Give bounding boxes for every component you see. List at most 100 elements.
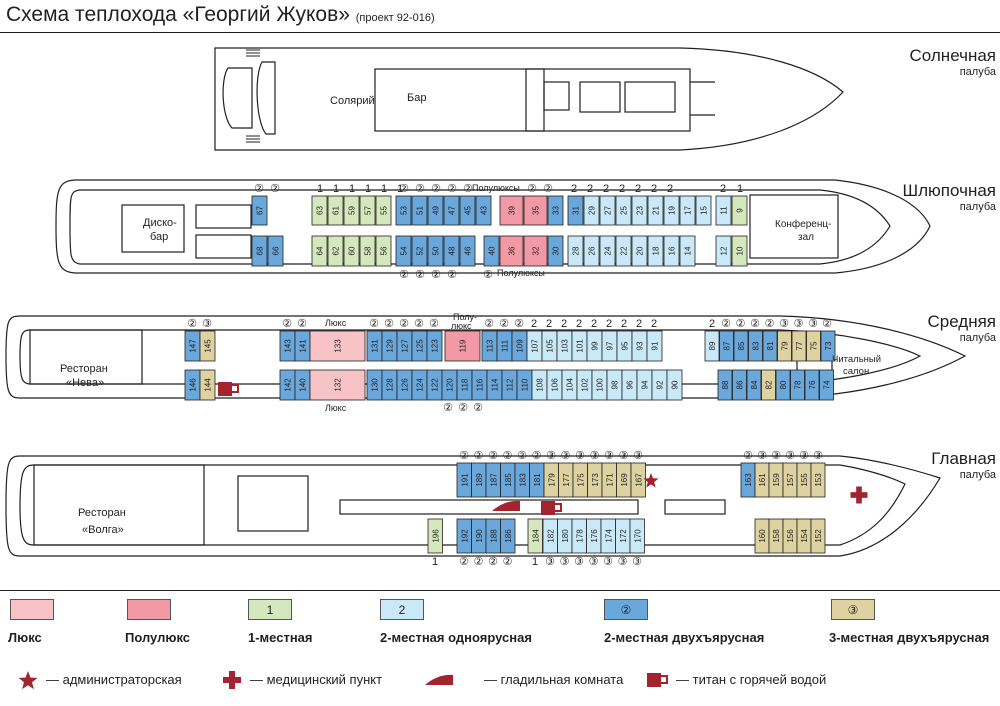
cabin-186: 186 (500, 518, 516, 554)
cabin-128: 128 (381, 369, 398, 401)
bar-label: Бар (407, 92, 426, 104)
berth-mark: 1 (381, 183, 387, 195)
berth-mark: ③ (785, 450, 795, 462)
berth-mark: ③ (757, 450, 767, 462)
cabin-86: 86 (732, 369, 747, 401)
cabin-100: 100 (591, 369, 608, 401)
berth-mark: ② (517, 450, 527, 462)
cabin-144: 144 (199, 369, 216, 401)
cabin-116: 116 (471, 369, 488, 401)
cabin-number: 152 (814, 529, 823, 543)
cabin-80: 80 (775, 369, 791, 401)
cabin-number: 124 (416, 378, 425, 392)
cabin-129: 129 (381, 330, 398, 362)
cabin-number: 106 (551, 378, 560, 392)
cabin-number: 83 (752, 341, 761, 350)
cabin-number: 17 (684, 206, 693, 215)
cabin-number: 172 (619, 529, 628, 543)
berth-mark: 2 (709, 318, 715, 330)
cabin-66: 66 (267, 235, 284, 267)
berth-mark: 1 (397, 183, 403, 195)
legend-divider (0, 590, 1000, 591)
cabin-number: 128 (386, 378, 395, 392)
restaurant-neva-label-2: «Нева» (66, 377, 104, 389)
cabin-number: 91 (651, 341, 660, 350)
berth-mark: ② (447, 269, 457, 281)
cabin-number: 156 (786, 529, 795, 543)
cabin-133: 133 (309, 330, 366, 362)
cabin-152: 152 (810, 518, 826, 554)
berth-mark: ② (488, 450, 498, 462)
cabin-number: 48 (448, 246, 457, 255)
cabin-120: 120 (441, 369, 458, 401)
disco-label-1: Диско- (143, 217, 177, 229)
cabin-97: 97 (601, 330, 618, 362)
cabin-30: 30 (547, 235, 564, 267)
cabin-101: 101 (571, 330, 588, 362)
berth-mark: 2 (636, 318, 642, 330)
cabin-143: 143 (279, 330, 296, 362)
cabin-number: 94 (641, 380, 650, 389)
cabin-number: 92 (656, 380, 665, 389)
cabin-number: 75 (810, 341, 819, 350)
berth-mark: 2 (619, 183, 625, 195)
legend-admin-label: — администраторская (46, 672, 182, 687)
solarium-label: Солярий (330, 95, 375, 107)
cabin-number: 33 (552, 206, 561, 215)
cabin-number: 68 (256, 246, 265, 255)
cabin-174: 174 (600, 518, 616, 554)
cabin-147: 147 (184, 330, 201, 362)
cabin-number: 11 (720, 206, 729, 215)
cabin-91: 91 (646, 330, 663, 362)
cabin-number: 12 (720, 246, 729, 255)
cabin-83: 83 (748, 330, 763, 362)
cabin-68: 68 (251, 235, 268, 267)
berth-mark: 2 (606, 318, 612, 330)
cabin-90: 90 (666, 369, 683, 401)
cabin-84: 84 (746, 369, 762, 401)
legend-box-double-bunk: ② (604, 599, 648, 620)
cabin-number: 52 (416, 246, 425, 255)
cabin-number: 84 (750, 380, 759, 389)
cabin-54: 54 (395, 235, 412, 267)
cabin-184: 184 (527, 518, 543, 554)
berth-mark: 2 (635, 183, 641, 195)
cabin-number: 127 (401, 339, 410, 353)
cabin-number: 102 (581, 378, 590, 392)
cabin-26: 26 (583, 235, 600, 267)
berth-mark: ② (822, 318, 832, 330)
lux-top-label: Люкс (325, 318, 347, 328)
cabin-45: 45 (459, 195, 476, 226)
cabin-172: 172 (615, 518, 631, 554)
cabin-number: 55 (380, 206, 389, 215)
cabin-number: 104 (566, 378, 575, 392)
cabin-112: 112 (501, 369, 518, 401)
cabin-23: 23 (631, 195, 648, 226)
cabin-196: 196 (427, 518, 443, 554)
cabin-number: 191 (460, 473, 469, 487)
berth-mark: ② (543, 183, 553, 195)
cabin-number: 190 (475, 529, 484, 543)
cabin-number: 181 (533, 473, 542, 487)
cabin-85: 85 (733, 330, 749, 362)
berth-mark: 2 (651, 183, 657, 195)
cabin-number: 61 (332, 206, 341, 215)
berth-mark: 2 (651, 318, 657, 330)
cabin-36: 36 (499, 235, 524, 267)
cross-icon (223, 671, 241, 689)
cabin-132: 132 (309, 369, 366, 401)
cabin-number: 14 (684, 246, 693, 255)
cabin-21: 21 (647, 195, 664, 226)
berth-mark: ② (474, 450, 484, 462)
cabin-number: 131 (371, 339, 380, 353)
cabin-27: 27 (599, 195, 616, 226)
cabin-20: 20 (631, 235, 648, 267)
cabin-number: 122 (431, 378, 440, 392)
main-deck (5, 455, 941, 557)
berth-mark: ② (488, 556, 498, 568)
cabin-9: 9 (731, 195, 748, 226)
cabin-number: 105 (546, 339, 555, 353)
cabin-93: 93 (631, 330, 648, 362)
cabin-48: 48 (443, 235, 460, 267)
cabin-number: 170 (633, 529, 642, 543)
